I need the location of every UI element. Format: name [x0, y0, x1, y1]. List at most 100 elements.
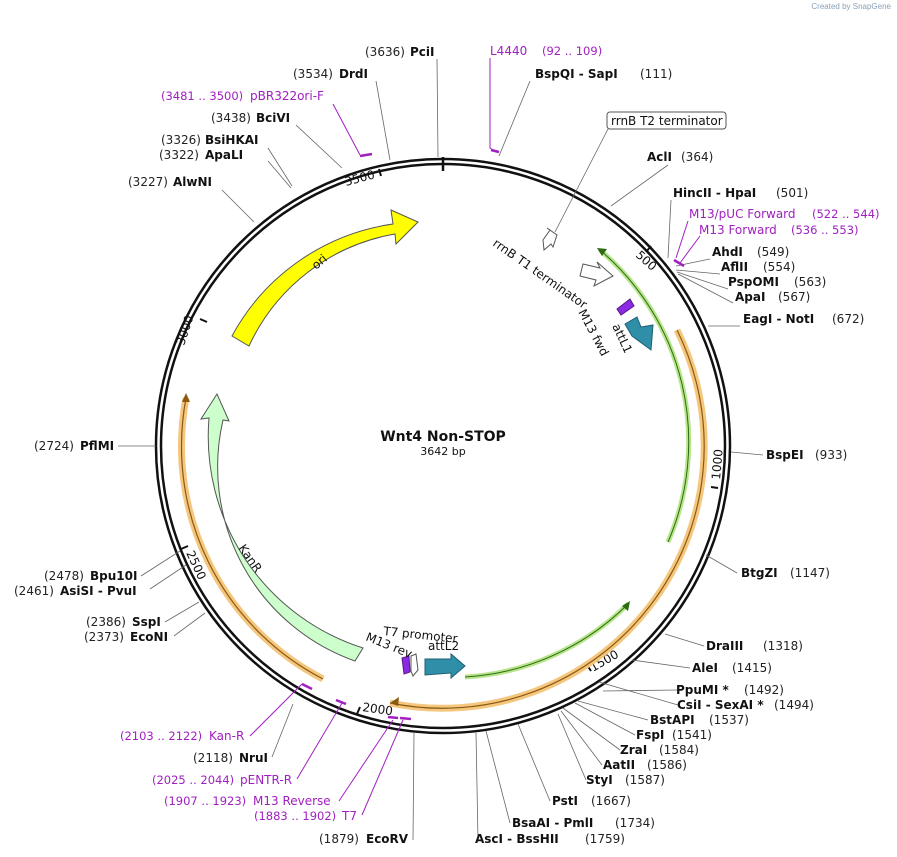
- rrnb-t2-leader: [554, 128, 609, 233]
- enzyme-name[interactable]: PflMI: [80, 439, 114, 453]
- enzyme-name[interactable]: EcoNI: [130, 630, 168, 644]
- enzyme-name[interactable]: AhdI: [712, 245, 743, 259]
- m13fwd-feature[interactable]: [616, 298, 635, 316]
- primer-name[interactable]: Kan-R: [209, 729, 244, 743]
- enzyme-name[interactable]: DrdI: [339, 67, 368, 81]
- rrnb-t2-callout: [606, 111, 727, 130]
- enzyme-name[interactable]: BstAPI: [650, 713, 695, 727]
- primer-leaders: [249, 58, 701, 816]
- enzyme-name[interactable]: ApaLI: [205, 148, 243, 162]
- enzyme-name[interactable]: EcoRV: [366, 832, 409, 846]
- snapgene-credit: Created by SnapGene: [811, 2, 891, 11]
- t7-promoter-feature[interactable]: [410, 653, 419, 677]
- primer-name[interactable]: M13 Reverse: [253, 794, 331, 808]
- enzyme-pos: (2461): [14, 584, 54, 598]
- enzyme-name[interactable]: AsiSI - PvuI: [60, 584, 137, 598]
- enzyme-pos: (1541): [672, 728, 712, 742]
- enzyme-name[interactable]: SspI: [132, 615, 161, 629]
- orange-band-left-arrowhead: [182, 393, 190, 402]
- primer-range: (536 .. 553): [791, 223, 859, 237]
- enzyme-name[interactable]: PstI: [552, 794, 578, 808]
- enzyme-pos: (3438): [211, 111, 251, 125]
- primer-name[interactable]: L4440: [490, 44, 527, 58]
- enzyme-pos: (1587): [625, 773, 665, 787]
- primer-labels: L4440 (92 .. 109) (3481 .. 3500) pBR322o…: [120, 44, 880, 823]
- enzyme-name[interactable]: Bpu10I: [90, 569, 137, 583]
- enzyme-pos: (3322): [159, 148, 199, 162]
- ori-feature[interactable]: [231, 209, 419, 347]
- enzyme-name[interactable]: PciI: [410, 45, 435, 59]
- enzyme-name[interactable]: BtgZI: [741, 566, 778, 580]
- green-arc-upper-arrowhead: [597, 248, 607, 256]
- primer-name[interactable]: M13/pUC Forward: [689, 207, 796, 221]
- enzyme-pos: (3534): [293, 67, 333, 81]
- enzyme-pos: (364): [681, 150, 713, 164]
- enzyme-pos: (3326): [161, 133, 201, 147]
- enzyme-name[interactable]: BspQI - SapI: [535, 67, 618, 81]
- enzyme-name[interactable]: EagI - NotI: [743, 312, 814, 326]
- primer-range: (2025 .. 2044): [152, 773, 234, 787]
- green-arc-lower-arrowhead: [622, 601, 630, 611]
- enzyme-name[interactable]: AlwNI: [173, 175, 212, 189]
- enzyme-pos: (1537): [709, 713, 749, 727]
- tick-label-2000: 2000: [362, 700, 394, 718]
- enzyme-pos: (1584): [659, 743, 699, 757]
- rrnb-t2-feature[interactable]: [542, 227, 558, 252]
- attl2-feature[interactable]: [424, 652, 466, 680]
- enzyme-pos: (2724): [34, 439, 74, 453]
- plasmid-name: Wnt4 Non-STOP: [380, 429, 506, 445]
- enzyme-pos: (1494): [774, 698, 814, 712]
- enzyme-name[interactable]: PpuMI *: [676, 683, 730, 697]
- primer-range: (1883 .. 1902): [254, 809, 336, 823]
- m13rev-feature[interactable]: [401, 655, 411, 675]
- enzyme-name[interactable]: ApaI: [735, 290, 765, 304]
- primer-range: (2103 .. 2122): [120, 729, 202, 743]
- kanr-feature[interactable]: [200, 392, 364, 662]
- enzyme-pos: (567): [778, 290, 810, 304]
- enzyme-pos: (1759): [585, 832, 625, 846]
- enzyme-name[interactable]: CsiI - SexAI *: [677, 698, 764, 712]
- enzyme-name[interactable]: StyI: [586, 773, 613, 787]
- enzyme-name[interactable]: DraIII: [706, 639, 743, 653]
- enzyme-name[interactable]: HincII - HpaI: [673, 186, 756, 200]
- primer-name[interactable]: pBR322ori-F: [250, 89, 324, 103]
- attl1-feature[interactable]: [624, 316, 654, 351]
- enzyme-pos: (549): [757, 245, 789, 259]
- enzyme-name[interactable]: NruI: [239, 751, 268, 765]
- m13fwd-label: M13 fwd: [575, 307, 611, 359]
- tick-label-3500: 3500: [343, 167, 376, 188]
- enzyme-pos: (2478): [44, 569, 84, 583]
- enzyme-name[interactable]: AleI: [692, 661, 718, 675]
- enzyme-pos: (1734): [615, 816, 655, 830]
- enzyme-name[interactable]: AclI: [647, 150, 672, 164]
- enzyme-pos: (1147): [790, 566, 830, 580]
- enzyme-name[interactable]: ZraI: [620, 743, 647, 757]
- enzyme-name[interactable]: PspOMI: [728, 275, 779, 289]
- enzyme-pos: (111): [640, 67, 672, 81]
- orange-band-right-line: [389, 329, 705, 709]
- enzyme-pos: (1318): [763, 639, 803, 653]
- enzyme-name[interactable]: AatII: [603, 758, 635, 772]
- primer-name[interactable]: pENTR-R: [240, 773, 292, 787]
- enzyme-name[interactable]: BsiHKAI: [205, 133, 259, 147]
- primer-name[interactable]: T7: [341, 809, 357, 823]
- enzyme-name[interactable]: FspI: [636, 728, 664, 742]
- primer-range: (92 .. 109): [542, 44, 602, 58]
- rrnb-t1-feature[interactable]: [579, 261, 614, 288]
- enzyme-name[interactable]: BciVI: [256, 111, 290, 125]
- enzyme-name[interactable]: BsaAI - PmlI: [512, 816, 593, 830]
- enzyme-leaders: [118, 58, 764, 841]
- tick-label-3000: 3000: [174, 314, 197, 347]
- green-arc-upper: [598, 248, 692, 543]
- enzyme-name[interactable]: AflII: [721, 260, 748, 274]
- rrnb-t1-label: rrnB T1 terminator: [490, 236, 590, 312]
- orange-band-right-arrowhead: [390, 697, 399, 706]
- primer-name[interactable]: M13 Forward: [699, 223, 777, 237]
- enzyme-pos: (933): [815, 448, 847, 462]
- enzyme-pos: (1415): [732, 661, 772, 675]
- primer-range: (3481 .. 3500): [161, 89, 243, 103]
- enzyme-name[interactable]: AscI - BssHII: [475, 832, 559, 846]
- enzyme-name[interactable]: BspEI: [766, 448, 804, 462]
- enzyme-pos: (1586): [647, 758, 687, 772]
